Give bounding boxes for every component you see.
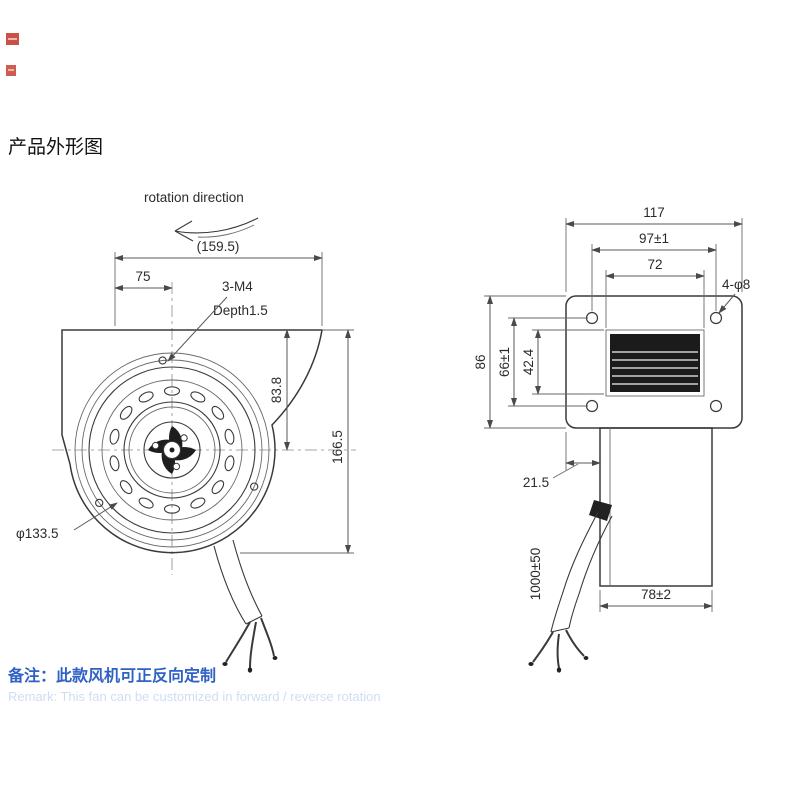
callout-corner-holes: 4-φ8 [718, 277, 750, 314]
svg-text:75: 75 [135, 269, 150, 284]
side-view: 117 97±1 72 4-φ8 86 [473, 205, 750, 673]
dim-flange-width-side: 117 [565, 205, 743, 292]
svg-text:97±1: 97±1 [639, 231, 669, 246]
dim-inlet-height: 42.4 [521, 329, 604, 395]
inlet-opening [605, 329, 705, 397]
svg-text:4-φ8: 4-φ8 [722, 277, 750, 292]
dim-center-height: 83.8 [269, 329, 290, 451]
impeller-through-inlet [610, 334, 700, 392]
svg-text:83.8: 83.8 [269, 377, 284, 403]
page-title: 产品外形图 [8, 136, 103, 158]
dim-overall-height: 166.5 [240, 329, 354, 554]
red-watermarks [6, 33, 19, 76]
svg-text:21.5: 21.5 [523, 475, 549, 490]
svg-text:86: 86 [473, 354, 488, 369]
dim-body-depth: 78±2 [599, 587, 713, 612]
dim-hole-pitch-horizontal: 97±1 [591, 231, 717, 311]
housing-inner-wall [74, 352, 270, 548]
callout-m4: 3-M4 Depth1.5 [167, 279, 268, 362]
svg-text:(159.5): (159.5) [197, 239, 240, 254]
dim-cable-offset: 21.5 [523, 432, 601, 490]
inlet-perforation-holes [109, 386, 235, 514]
remark-note-cn: 备注：此款风机可正反向定制 [7, 666, 216, 685]
svg-text:Depth1.5: Depth1.5 [213, 303, 268, 318]
power-cable-front [213, 539, 278, 673]
rotation-direction-label: rotation direction [144, 190, 244, 205]
dim-inlet-diameter: φ133.5 [16, 502, 118, 541]
impeller-hub [143, 421, 201, 479]
svg-text:78±2: 78±2 [641, 587, 671, 602]
inlet-ring-outer [88, 366, 256, 534]
svg-text:166.5: 166.5 [330, 430, 345, 464]
inlet-ring-inner [101, 379, 243, 521]
rotation-arrow-icon [174, 217, 259, 242]
svg-text:3-M4: 3-M4 [222, 279, 253, 294]
dim-cable-length: 1000±50 [528, 548, 543, 600]
m4-mounting-holes [95, 356, 259, 508]
dim-overall-width: (159.5) [114, 239, 323, 326]
remark-note-en: Remark: This fan can be customized in fo… [8, 689, 381, 704]
impeller-rim [123, 401, 221, 499]
svg-text:117: 117 [643, 205, 665, 220]
svg-text:66±1: 66±1 [497, 347, 512, 377]
svg-text:42.4: 42.4 [521, 348, 536, 375]
dim-inlet-width: 72 [605, 257, 705, 328]
dim-hole-pitch-vertical: 66±1 [497, 317, 588, 407]
front-view: (159.5) 75 3-M4 Depth1.5 83.8 166.5 φ133… [16, 239, 356, 673]
dim-flange-height: 86 [473, 295, 566, 429]
svg-text:72: 72 [647, 257, 662, 272]
impeller-rim-inner [128, 406, 216, 494]
dim-flange-width: 75 [114, 269, 173, 291]
volute-housing-outline [61, 329, 323, 554]
power-cable-side [528, 500, 613, 673]
svg-text:φ133.5: φ133.5 [16, 526, 59, 541]
motor-body [599, 427, 713, 587]
